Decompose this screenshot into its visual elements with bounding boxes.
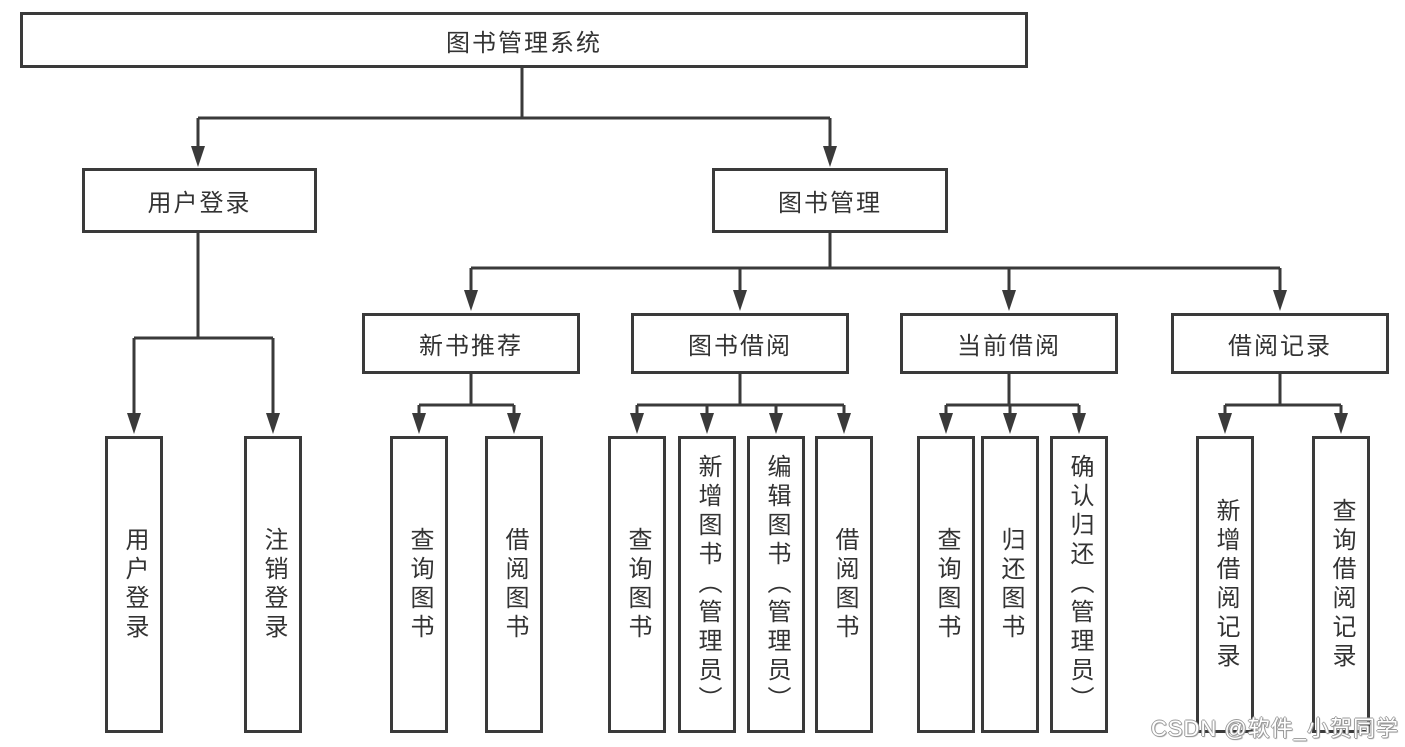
node-new-book-recommend-label: 新书推荐: [419, 333, 523, 360]
leaf-edit-book-admin-label: 编辑图书（管理员）: [763, 454, 790, 715]
node-book-management: 图书管理: [712, 168, 948, 233]
node-book-borrow-label: 图书借阅: [688, 333, 792, 360]
leaf-edit-book-admin: 编辑图书（管理员）: [747, 436, 805, 733]
node-root: 图书管理系统: [20, 12, 1028, 68]
leaf-logout-label: 注销登录: [260, 526, 287, 643]
leaf-query-books-recommend-label: 查询图书: [406, 526, 433, 643]
leaf-confirm-return-admin: 确认归还（管理员）: [1050, 436, 1108, 733]
leaf-borrow-books: 借阅图书: [815, 436, 873, 733]
leaf-borrow-books-recommend: 借阅图书: [485, 436, 543, 733]
leaf-query-books-current-label: 查询图书: [933, 526, 960, 643]
leaf-query-books-borrow: 查询图书: [608, 436, 666, 733]
node-new-book-recommend: 新书推荐: [362, 313, 580, 374]
leaf-query-books-current: 查询图书: [917, 436, 975, 733]
node-user-login-label: 用户登录: [147, 190, 252, 217]
node-user-login: 用户登录: [82, 168, 317, 233]
leaf-add-borrow-record: 新增借阅记录: [1196, 436, 1254, 733]
node-borrow-records-label: 借阅记录: [1228, 333, 1332, 360]
leaf-borrow-books-label: 借阅图书: [831, 526, 858, 643]
leaf-query-books-borrow-label: 查询图书: [624, 526, 651, 643]
leaf-add-borrow-record-label: 新增借阅记录: [1212, 497, 1239, 672]
node-borrow-records: 借阅记录: [1171, 313, 1389, 374]
node-book-management-label: 图书管理: [778, 190, 882, 217]
node-book-borrow: 图书借阅: [631, 313, 849, 374]
node-current-borrow-label: 当前借阅: [957, 333, 1061, 360]
leaf-query-borrow-record: 查询借阅记录: [1312, 436, 1370, 733]
leaf-logout: 注销登录: [244, 436, 302, 733]
leaf-confirm-return-admin-label: 确认归还（管理员）: [1066, 454, 1093, 715]
leaf-add-book-admin: 新增图书（管理员）: [678, 436, 736, 733]
leaf-query-books-recommend: 查询图书: [390, 436, 448, 733]
leaf-query-borrow-record-label: 查询借阅记录: [1328, 497, 1355, 672]
leaf-user-login-label: 用户登录: [121, 526, 148, 643]
node-current-borrow: 当前借阅: [900, 313, 1118, 374]
leaf-return-book-label: 归还图书: [997, 526, 1024, 643]
node-root-label: 图书管理系统: [446, 29, 602, 57]
leaf-user-login: 用户登录: [105, 436, 163, 733]
leaf-add-book-admin-label: 新增图书（管理员）: [694, 454, 721, 715]
leaf-return-book: 归还图书: [981, 436, 1039, 733]
watermark: CSDN @软件_小贺同学: [1150, 716, 1399, 741]
leaf-borrow-books-recommend-label: 借阅图书: [501, 526, 528, 643]
